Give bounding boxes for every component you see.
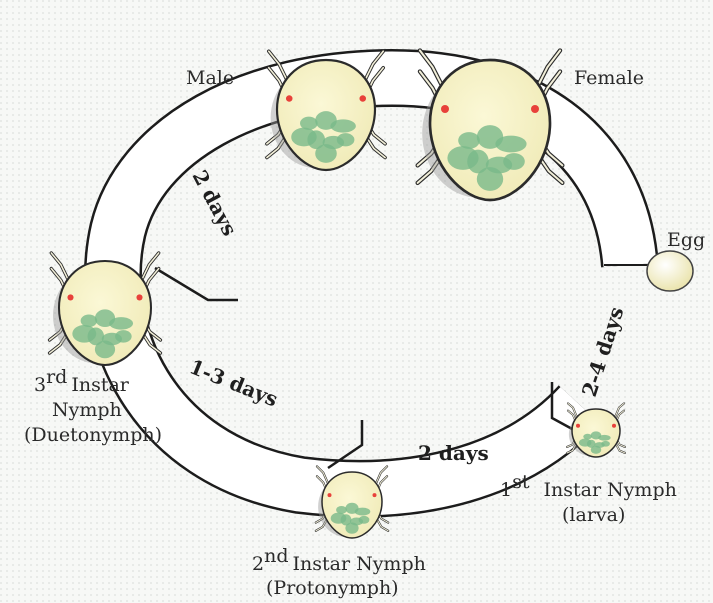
mite-eye bbox=[136, 294, 142, 300]
duration-egg-to-larva: 2-4 days bbox=[577, 304, 629, 400]
mite-eye bbox=[612, 424, 616, 428]
duration-deutonymph-to-adult: 2 days bbox=[188, 166, 242, 240]
label-female: Female bbox=[574, 67, 644, 89]
larva-superscript: st bbox=[512, 471, 530, 493]
label-deutonymph-line3: (Duetonymph) bbox=[24, 424, 162, 446]
duration-larva-to-protonymph: 2 days bbox=[418, 441, 489, 465]
mite-eye bbox=[441, 105, 449, 113]
larva-title: Instar Nymph bbox=[543, 479, 676, 501]
protonymph-superscript: nd bbox=[264, 545, 288, 567]
duration-protonymph-to-deutonymph: 1-3 days bbox=[186, 354, 281, 411]
label-protonymph-sub: (Protonymph) bbox=[266, 577, 399, 599]
deutonymph-ordinal: 3 bbox=[34, 374, 46, 396]
label-male: Male bbox=[186, 67, 234, 89]
egg-shape bbox=[647, 251, 693, 291]
mite-eye bbox=[67, 294, 73, 300]
label-egg: Egg bbox=[667, 229, 705, 251]
mite-eye bbox=[531, 105, 539, 113]
divider-deutonymph bbox=[155, 268, 238, 300]
protonymph-ordinal: 2 bbox=[252, 553, 264, 575]
ring-band bbox=[113, 78, 630, 489]
mite-eye bbox=[328, 493, 332, 497]
egg bbox=[647, 251, 693, 291]
deutonymph-title: Instar bbox=[71, 374, 129, 396]
mite-eye bbox=[576, 424, 580, 428]
protonymph-title: Instar Nymph bbox=[293, 553, 426, 575]
label-larva-sub: (larva) bbox=[562, 504, 625, 526]
larva-ordinal: 1 bbox=[500, 479, 512, 501]
label-deutonymph-line2: Nymph bbox=[52, 399, 122, 421]
deutonymph-superscript: rd bbox=[46, 366, 67, 388]
mite-eye bbox=[373, 493, 377, 497]
mite-eye bbox=[359, 95, 366, 102]
label-larva: 1st Instar Nymph bbox=[500, 471, 677, 501]
mite-eye bbox=[286, 95, 293, 102]
